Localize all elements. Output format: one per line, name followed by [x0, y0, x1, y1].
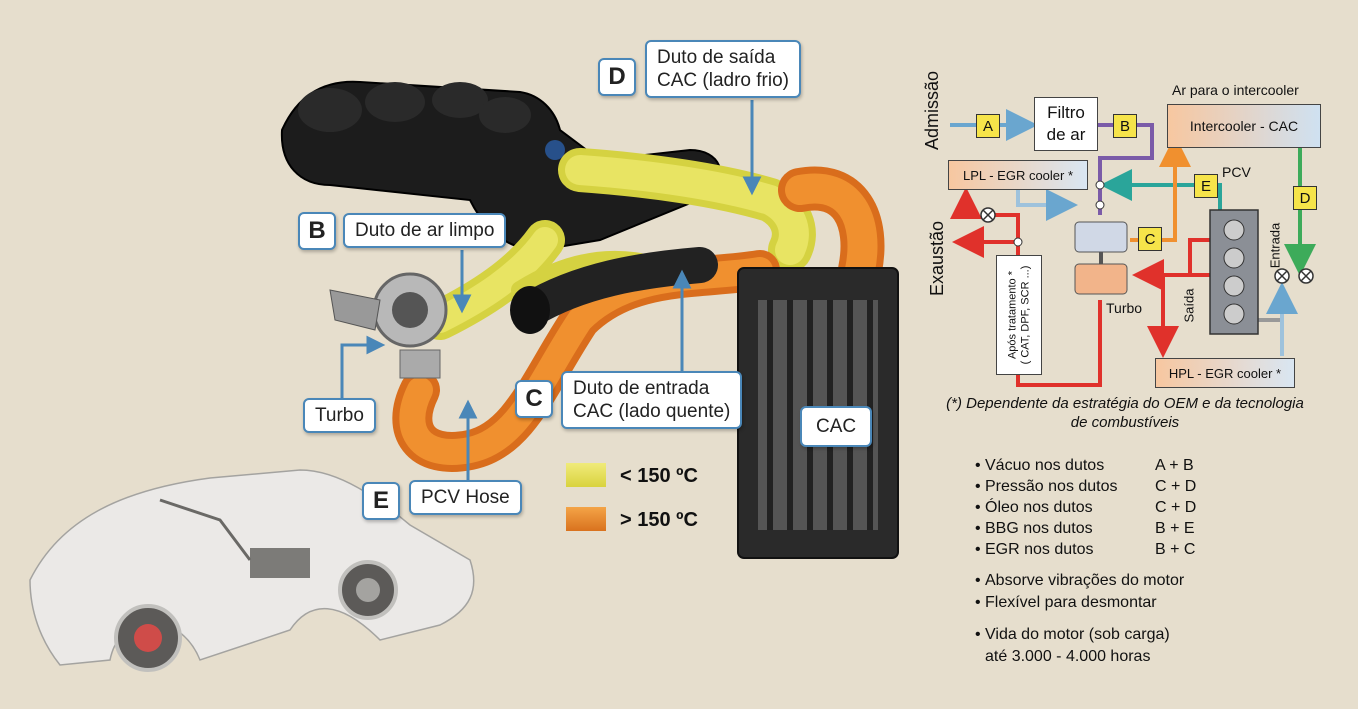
- list-item-text: Vácuo nos dutos: [985, 457, 1105, 474]
- list-item-value: C + D: [1155, 499, 1197, 516]
- car-illustration: [29, 469, 475, 672]
- apos-line2: ( CAT, DPF, SCR ...): [1019, 265, 1031, 365]
- bullet-item: •Flexível para desmontar: [975, 594, 1157, 611]
- turbo-unit: [329, 272, 448, 379]
- apos-tratamento-box: Após tratamento * ( CAT, DPF, SCR ...): [996, 255, 1042, 375]
- sch-letter-a: A: [976, 114, 1000, 138]
- bullet-item: •Vida do motor (sob carga): [975, 626, 1170, 643]
- saida-label: Saída: [1181, 288, 1197, 323]
- apos-line1: Após tratamento *: [1006, 270, 1018, 360]
- legend-label-cold: < 150 ºC: [620, 465, 698, 487]
- list-item-text: BBG nos dutos: [985, 520, 1093, 537]
- lpl-box: LPL - EGR cooler *: [948, 160, 1088, 190]
- label-d-letter: D: [598, 58, 636, 96]
- bullet-text: Flexível para desmontar: [985, 594, 1157, 611]
- list-item-text: EGR nos dutos: [985, 541, 1094, 558]
- black-hose: [512, 247, 718, 328]
- legend-swatch-cold: [566, 463, 606, 487]
- bullet-item-cont: até 3.000 - 4.000 horas: [985, 648, 1150, 666]
- sch-letter-e: E: [1194, 174, 1218, 198]
- footnote: (*) Dependente da estratégia do OEM e da…: [946, 395, 1304, 431]
- sch-letter-c: C: [1138, 227, 1162, 251]
- turbo-sch-label: Turbo: [1106, 300, 1143, 316]
- label-d-line2: CAC (ladro frio): [657, 70, 789, 91]
- label-c-letter: C: [515, 380, 553, 418]
- label-turbo: Turbo: [303, 398, 376, 433]
- list-item-value: B + C: [1155, 541, 1196, 558]
- label-c-text: Duto de entrada CAC (lado quente): [561, 371, 743, 429]
- apos-tratamento-text: Após tratamento * ( CAT, DPF, SCR ...): [1006, 266, 1032, 365]
- filtro-line2: de ar: [1046, 125, 1086, 144]
- filtro-box: Filtro de ar: [1034, 97, 1098, 151]
- label-pcv: PCV Hose: [409, 480, 522, 515]
- bullet-item: •Absorve vibrações do motor: [975, 572, 1185, 589]
- intercooler-box: Intercooler - CAC: [1167, 104, 1321, 148]
- hpl-box: HPL - EGR cooler *: [1155, 358, 1295, 388]
- list-item-value: A + B: [1155, 457, 1194, 474]
- legend-label-hot: > 150 ºC: [620, 509, 698, 531]
- ar-intercooler-label: Ar para o intercooler: [1172, 82, 1299, 98]
- list-item-value: C + D: [1155, 478, 1197, 495]
- bullet-text: Absorve vibrações do motor: [985, 572, 1185, 589]
- label-cac: CAC: [800, 406, 873, 447]
- legend-swatch-hot: [566, 507, 606, 531]
- list-item-text: Óleo nos dutos: [985, 499, 1093, 516]
- exaustao-label: Exaustão: [927, 220, 948, 297]
- label-d-text: Duto de saída CAC (ladro frio): [645, 40, 801, 98]
- sch-letter-d: D: [1293, 186, 1317, 210]
- label-c-line1: Duto de entrada: [573, 378, 710, 399]
- label-e-letter: E: [362, 482, 400, 520]
- list-item-value: B + E: [1155, 520, 1195, 537]
- sch-letter-b: B: [1113, 114, 1137, 138]
- bullet-text: até 3.000 - 4.000 horas: [985, 648, 1151, 665]
- pcv-label: PCV: [1222, 164, 1251, 180]
- label-b-text: Duto de ar limpo: [343, 213, 507, 248]
- admissao-label: Admissão: [922, 70, 943, 151]
- label-c-line2: CAC (lado quente): [573, 401, 731, 422]
- entrada-label: Entrada: [1267, 222, 1283, 269]
- filtro-line1: Filtro: [1047, 103, 1085, 122]
- label-d-line1: Duto de saída: [657, 47, 776, 68]
- label-b-letter: B: [298, 212, 336, 250]
- bullet-text: Vida do motor (sob carga): [985, 626, 1170, 643]
- cold-duct: [420, 148, 816, 340]
- list-item-text: Pressão nos dutos: [985, 478, 1118, 495]
